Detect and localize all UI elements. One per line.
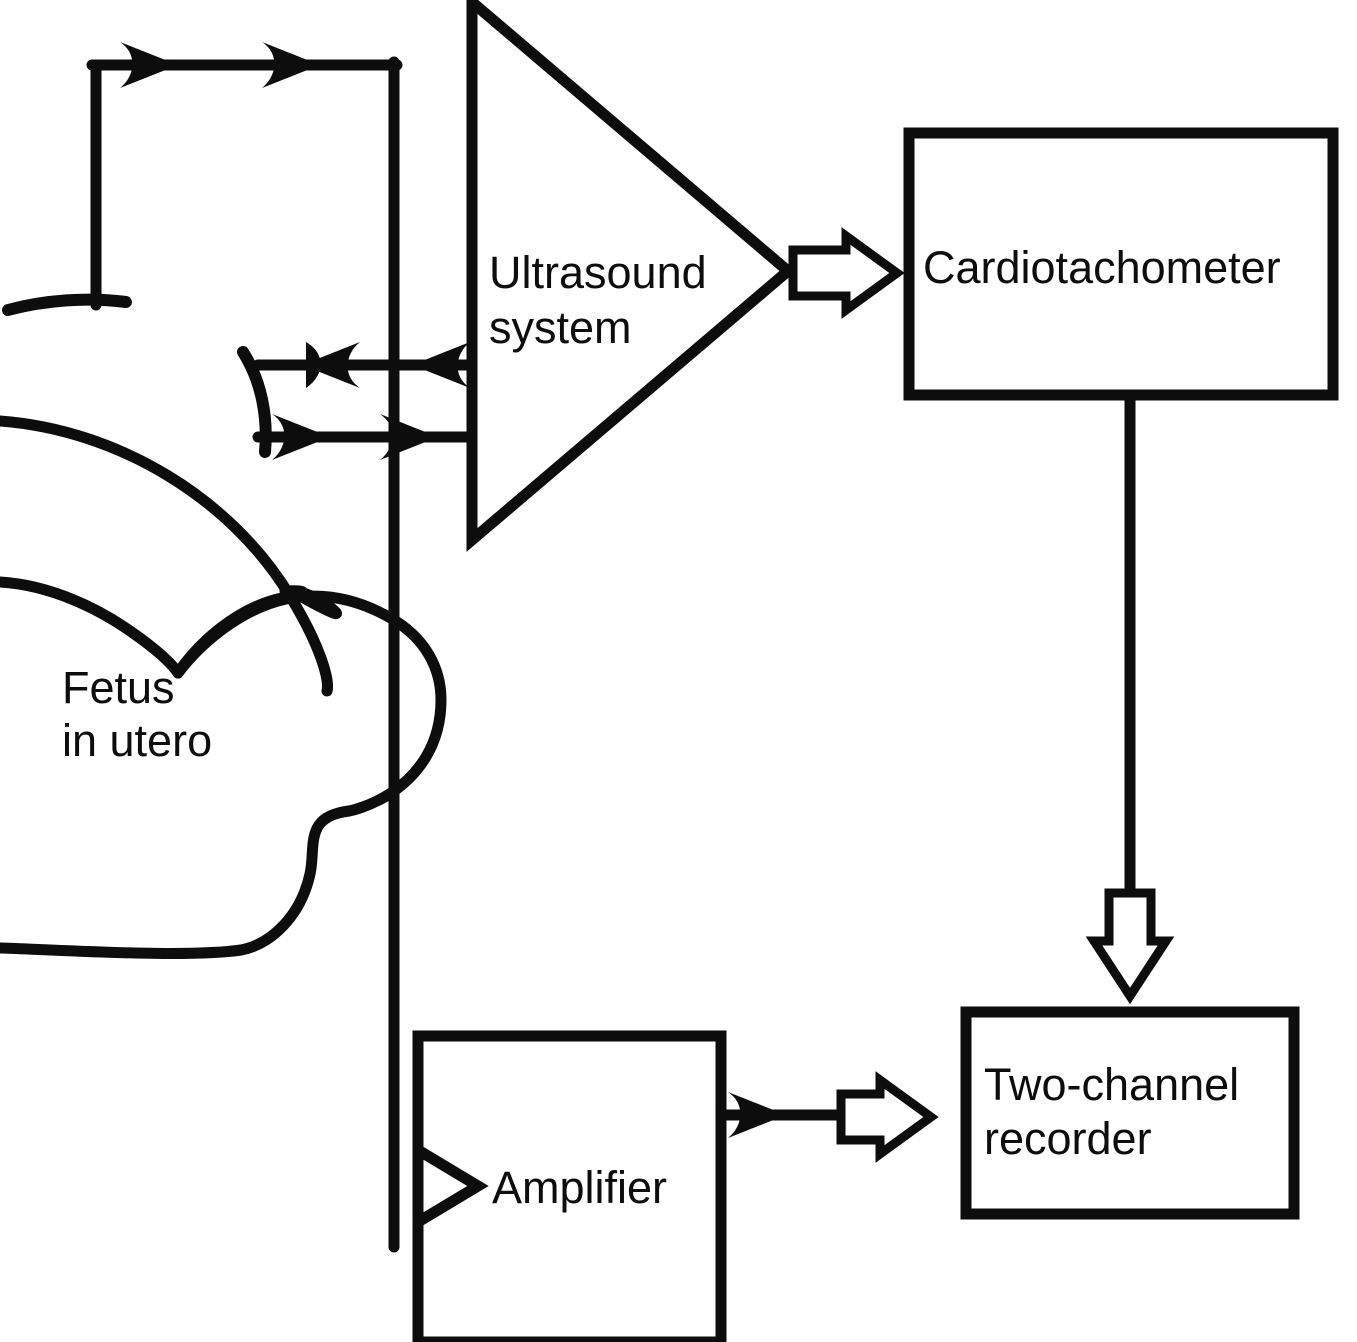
ultrasound-to-cardiotachometer-arrow-icon [788,227,905,319]
electrode-run-arrowhead-1 [120,42,178,88]
anatomy-label-line2: in utero [62,715,212,766]
echo-arrowhead-2 [412,342,470,388]
ultrasound-label-line1: Ultrasound [489,247,707,298]
recorder-label-line2: recorder [984,1113,1152,1164]
anatomy-group: Fetus in utero [0,415,447,959]
fetus-lower-outline [0,942,247,959]
electrode-run-arrowhead-2 [262,42,320,88]
node-two-channel-recorder[interactable]: Two-channel recorder [960,1006,1300,1220]
scalp-electrode-icon [2,293,132,316]
amplifier-label: Amplifier [492,1162,667,1213]
recorder-label-line1: Two-channel [984,1059,1239,1110]
ultrasound-triangle-shape [466,0,797,552]
ultrasound-label-line2: system [489,302,632,353]
transmit-arrowhead-1 [272,414,330,460]
amplifier-box-shape [412,1030,727,1342]
recorder-box-shape [960,1006,1300,1220]
node-amplifier[interactable]: Amplifier [412,1030,727,1342]
amplifier-symbol-icon [412,1144,489,1228]
node-cardiotachometer[interactable]: Cardiotachometer [903,127,1339,401]
fetus-body-outline [235,805,355,956]
node-ultrasound-system[interactable]: Ultrasound system [466,0,797,552]
anatomy-label-line1: Fetus [62,662,175,713]
electrode-cable-group [2,42,403,1253]
abdomen-outer-arc [0,415,333,697]
cardiotachometer-label: Cardiotachometer [923,242,1281,293]
echo-arrowhead-1 [302,342,360,388]
transmit-arrowhead-2 [380,414,438,460]
transducer-group [237,342,478,460]
cardiotachometer-box-shape [903,127,1339,401]
amplifier-to-recorder-arrow-icon [836,1071,939,1163]
cardiotachometer-to-recorder-arrow-icon [1085,888,1175,1005]
uterus-inner-arc [0,576,184,679]
amplifier-to-recorder-connector [715,1071,939,1163]
cardiotachometer-to-recorder-connector [1085,389,1175,1005]
amplifier-output-arrowhead [728,1092,786,1138]
